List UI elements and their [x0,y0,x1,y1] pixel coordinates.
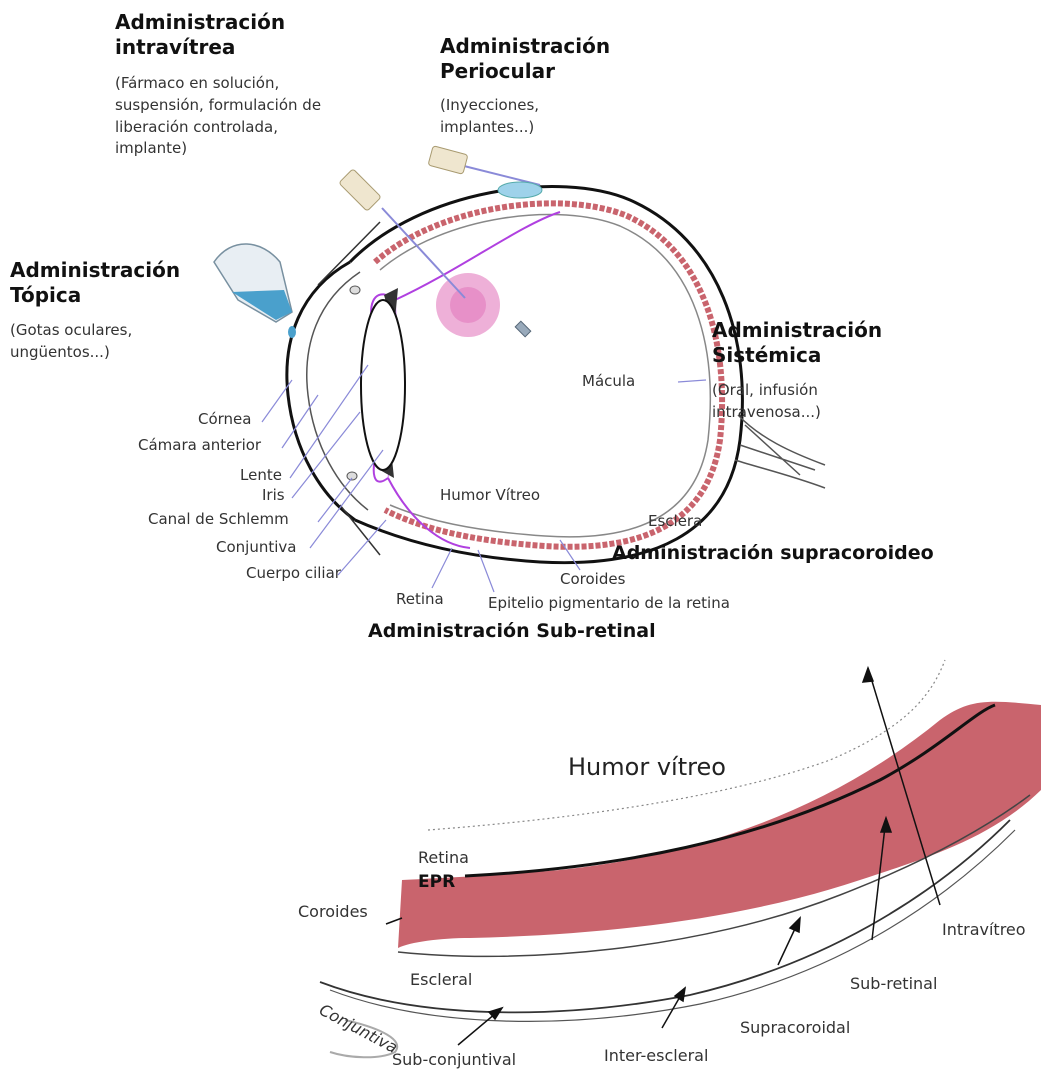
route-systemic-desc: (Oral, infusión intravenosa...) [712,380,821,424]
cornea-outline [287,262,355,520]
label-anterior-chamber: Cámara anterior [138,436,261,455]
label-sclera: Esclera [648,512,702,531]
eye-sclera-outline [350,187,742,563]
schlemm-canal-shape-upper [350,286,360,294]
lens-shape [361,300,405,470]
periocular-depot [498,182,542,198]
detail-scleral-label: Escleral [410,970,472,990]
detail-vitreous-label: Humor vítreo [568,752,726,782]
detail-interscleral-label: Inter-escleral [604,1046,708,1066]
label-schlemm-canal: Canal de Schlemm [148,510,289,529]
route-suprachoroidal-title: Administración supracoroideo [612,542,934,566]
route-periocular-title: Administración Periocular [440,34,610,84]
route-intravitreal-title: Administración intravítrea [115,10,285,60]
eye-drop [288,326,296,338]
route-systemic-title: Administración Sistémica [712,318,882,368]
label-conjunctiva: Conjuntiva [216,538,296,557]
detail-subconjunctival-label: Sub-conjuntival [392,1050,516,1070]
label-iris: Iris [262,486,285,505]
route-periocular-desc: (Inyecciones, implantes...) [440,95,539,139]
detail-intravitreal-label: Intravítreo [942,920,1026,940]
label-cornea: Córnea [198,410,251,429]
intravitreal-drug-blob-core [450,287,486,323]
conjunctiva-line-upper [318,222,380,285]
detail-suprachoroidal-label: Supracoroidal [740,1018,850,1038]
eye-choroid-band [375,203,722,546]
label-choroid: Coroides [560,570,625,589]
detail-choroid-label: Coroides [298,902,368,922]
intravitreal-implant-icon [515,321,531,337]
detail-subretinal-label: Sub-retinal [850,974,937,994]
label-retina: Retina [396,590,444,609]
label-macula: Mácula [582,372,635,391]
detail-retina-label: Retina [418,848,469,868]
conjunctiva-line-lower [340,505,380,555]
route-topical-desc: (Gotas oculares, ungüentos...) [10,320,132,364]
eye-retina-line [380,214,710,536]
label-vitreous: Humor Vítreo [440,486,540,505]
route-subretinal-title: Administración Sub-retinal [368,620,656,644]
label-rpe: Epitelio pigmentario de la retina [488,594,730,613]
cornea-inner [307,272,368,510]
route-topical-title: Administración Tópica [10,258,180,308]
route-intravitreal-desc: (Fármaco en solución, suspensión, formul… [115,73,321,160]
detail-rpe-label: EPR [418,872,455,893]
intravitreal-syringe-icon [339,169,381,211]
label-lens: Lente [240,466,282,485]
periocular-needle [460,165,540,185]
periocular-syringe-icon [428,146,468,175]
optic-nerve [735,415,825,488]
eye-drop-liquid [232,290,292,320]
label-ciliary-body: Cuerpo ciliar [246,564,341,583]
